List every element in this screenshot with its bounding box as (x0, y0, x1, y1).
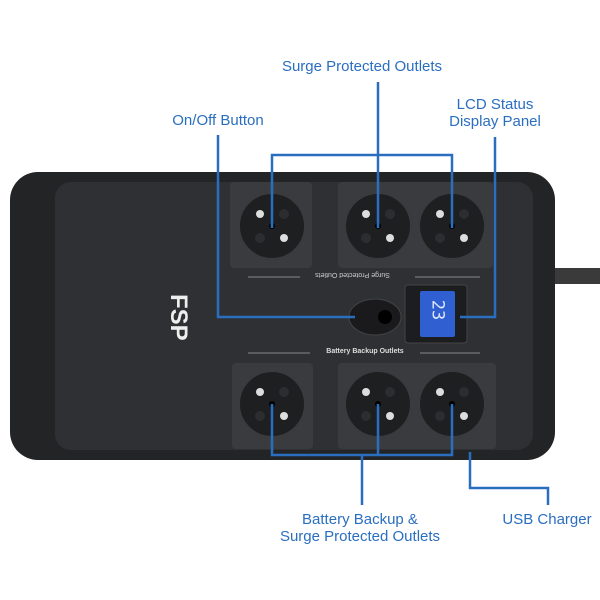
callout-battery-1: Battery Backup & (302, 511, 418, 528)
battery-panel-label: Battery Backup Outlets (326, 348, 404, 355)
callout-lcd-2: Display Panel (449, 113, 541, 130)
callout-usb: USB Charger (502, 511, 592, 528)
callout-on-off: On/Off Button (172, 112, 264, 129)
lcd-screen (420, 291, 455, 337)
callout-lines (216, 82, 550, 505)
callout-lcd-1: LCD Status (456, 96, 534, 113)
brand-logo: FSP (165, 294, 192, 341)
callout-battery-2: Surge Protected Outlets (279, 528, 441, 545)
lcd-reading: 23 (427, 299, 448, 321)
callout-surge-outlets: Surge Protected Outlets (281, 58, 443, 75)
on-off-button (348, 298, 402, 336)
surge-panel-label: Surge Protected Outlets (315, 271, 390, 278)
